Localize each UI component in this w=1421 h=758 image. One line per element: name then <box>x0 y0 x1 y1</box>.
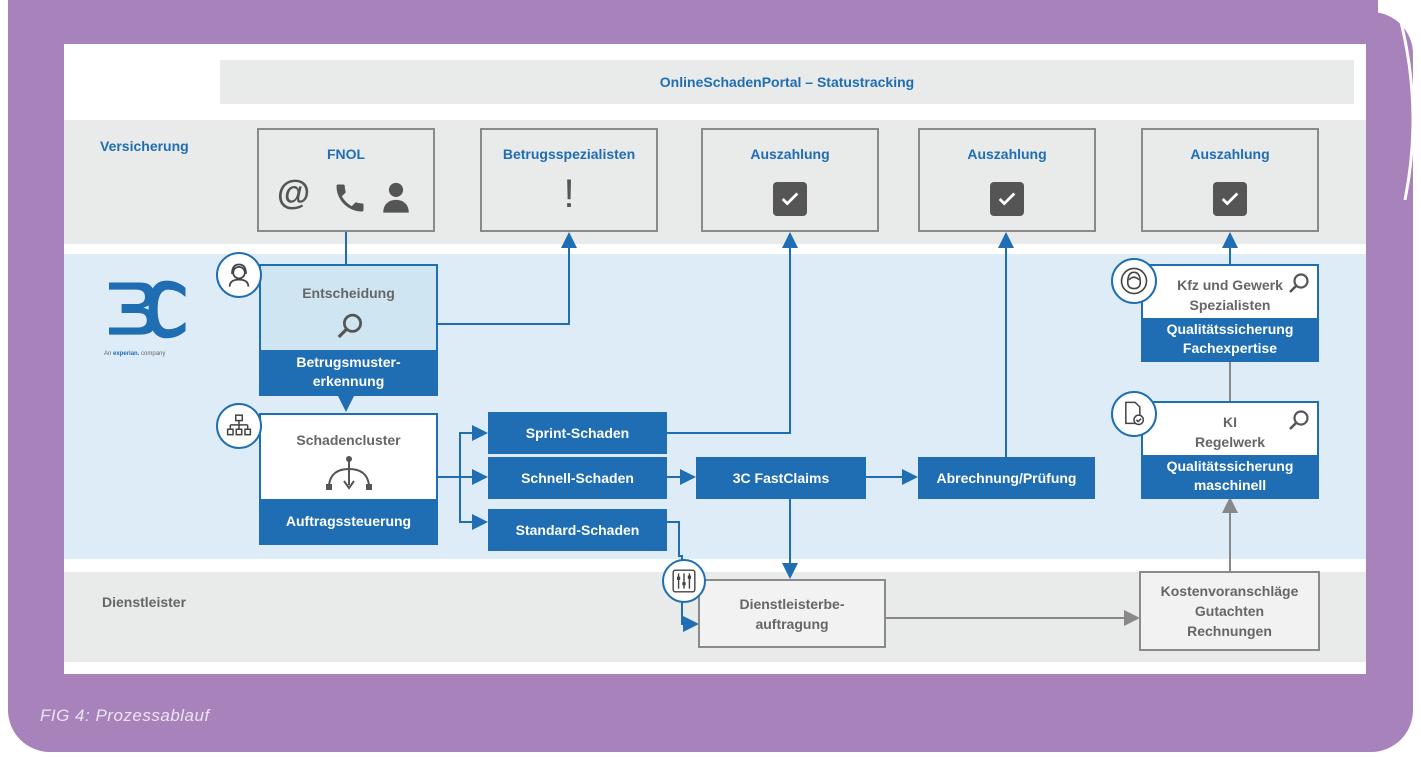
schadencluster-footer: Auftragssteuerung <box>261 499 436 543</box>
hierarchy-icon <box>216 403 262 449</box>
at-icon: @ <box>277 174 311 212</box>
kfz-line1: Kfz und Gewerk <box>1177 277 1283 293</box>
abrechnung-box: Abrechnung/Prüfung <box>918 457 1095 499</box>
entscheidung-box: Entscheidung Betrugsmuster- erkennung <box>259 264 438 396</box>
diagram-title: OnlineSchadenPortal – Statustracking <box>659 74 915 90</box>
ki-footer-line2: maschinell <box>1193 477 1267 493</box>
magnifier-icon <box>337 313 362 339</box>
schadencluster-box: Schadencluster Auftragssteuerung <box>259 413 438 545</box>
kfz-footer: Qualitätssicherung Fachexpertise <box>1143 318 1317 360</box>
dienstleister-box-line1: Dienstleisterbe- <box>739 595 845 612</box>
checkbox-icon <box>1213 182 1247 216</box>
exclamation-icon: ! <box>563 172 575 216</box>
decoration-curve <box>1393 0 1415 200</box>
betrugsspezialisten-box: Betrugsspezialisten ! <box>480 128 658 232</box>
magnifier-icon <box>1289 410 1309 430</box>
kfz-footer-line2: Fachexpertise <box>1182 340 1278 356</box>
kosten-line2: Gutachten <box>1194 603 1265 619</box>
schnell-schaden-box: Schnell-Schaden <box>488 457 667 499</box>
title-band <box>220 60 1354 104</box>
connector-lines <box>338 230 1238 632</box>
dienstleister-box-line2: auftragung <box>755 615 829 632</box>
fork-arrows-icon <box>326 456 372 490</box>
auszahlung-box-1: Auszahlung <box>701 128 879 232</box>
auszahlung-title-2: Auszahlung <box>967 146 1047 162</box>
sliders-icon <box>662 559 706 603</box>
kfz-footer-line1: Qualitätssicherung <box>1166 321 1294 337</box>
standard-schaden-box: Standard-Schaden <box>488 509 667 551</box>
row-label-versicherung: Versicherung <box>100 138 189 154</box>
kostenvoranschlaege-box: Kostenvoranschläge Gutachten Rechnungen <box>1139 571 1320 651</box>
logo-tagline-suffix: company <box>141 351 166 357</box>
expert-face-icon <box>1111 258 1157 304</box>
entscheidung-footer-line2: erkennung <box>312 373 385 389</box>
checkbox-icon <box>773 182 807 216</box>
dienstleisterbeauftragung-box: Dienstleisterbe- auftragung <box>698 579 886 648</box>
logo-tagline-brand: experian. <box>113 351 140 357</box>
sprint-schaden-box: Sprint-Schaden <box>488 412 667 454</box>
ki-line1: KI <box>1223 414 1237 430</box>
entscheidung-title: Entscheidung <box>302 285 395 301</box>
kosten-line1: Kostenvoranschläge <box>1160 583 1299 599</box>
3c-logo <box>109 280 186 339</box>
fnol-box: FNOL @ <box>257 128 435 232</box>
person-icon <box>383 182 409 213</box>
ki-footer: Qualitätssicherung maschinell <box>1143 455 1317 497</box>
figure-caption: FIG 4: Prozessablauf <box>40 706 210 725</box>
kosten-line3: Rechnungen <box>1187 623 1272 639</box>
logo-tagline: An experian. company <box>104 351 165 357</box>
ki-line2: Regelwerk <box>1194 434 1266 450</box>
fnol-title: FNOL <box>326 146 366 162</box>
auszahlung-box-3: Auszahlung <box>1141 128 1319 232</box>
entscheidung-footer-line1: Betrugsmuster- <box>296 354 401 370</box>
agent-avatar-icon <box>216 252 262 298</box>
kfz-line2: Spezialisten <box>1189 297 1271 313</box>
kfz-spezialisten-box: Kfz und Gewerk Spezialisten Qualitätssic… <box>1141 264 1319 362</box>
row-label-dienstleister: Dienstleister <box>102 594 187 610</box>
ki-regelwerk-box: KI Regelwerk Qualitätssicherung maschine… <box>1141 401 1319 499</box>
auszahlung-title-3: Auszahlung <box>1190 146 1270 162</box>
auszahlung-title-1: Auszahlung <box>750 146 830 162</box>
logo-tagline-prefix: An <box>104 351 112 357</box>
diagram-panel: OnlineSchadenPortal – Statustracking Ver… <box>64 44 1366 674</box>
document-check-icon <box>1111 391 1157 437</box>
phone-icon <box>336 184 364 212</box>
fastclaims-box: 3C FastClaims <box>696 457 866 499</box>
ki-footer-line1: Qualitätssicherung <box>1166 458 1294 474</box>
checkbox-icon <box>990 182 1024 216</box>
magnifier-icon <box>1289 273 1309 293</box>
schadencluster-title: Schadencluster <box>296 432 401 448</box>
entscheidung-footer: Betrugsmuster- erkennung <box>261 350 436 394</box>
auszahlung-box-2: Auszahlung <box>918 128 1096 232</box>
betrugsspezialisten-title: Betrugsspezialisten <box>502 146 636 162</box>
